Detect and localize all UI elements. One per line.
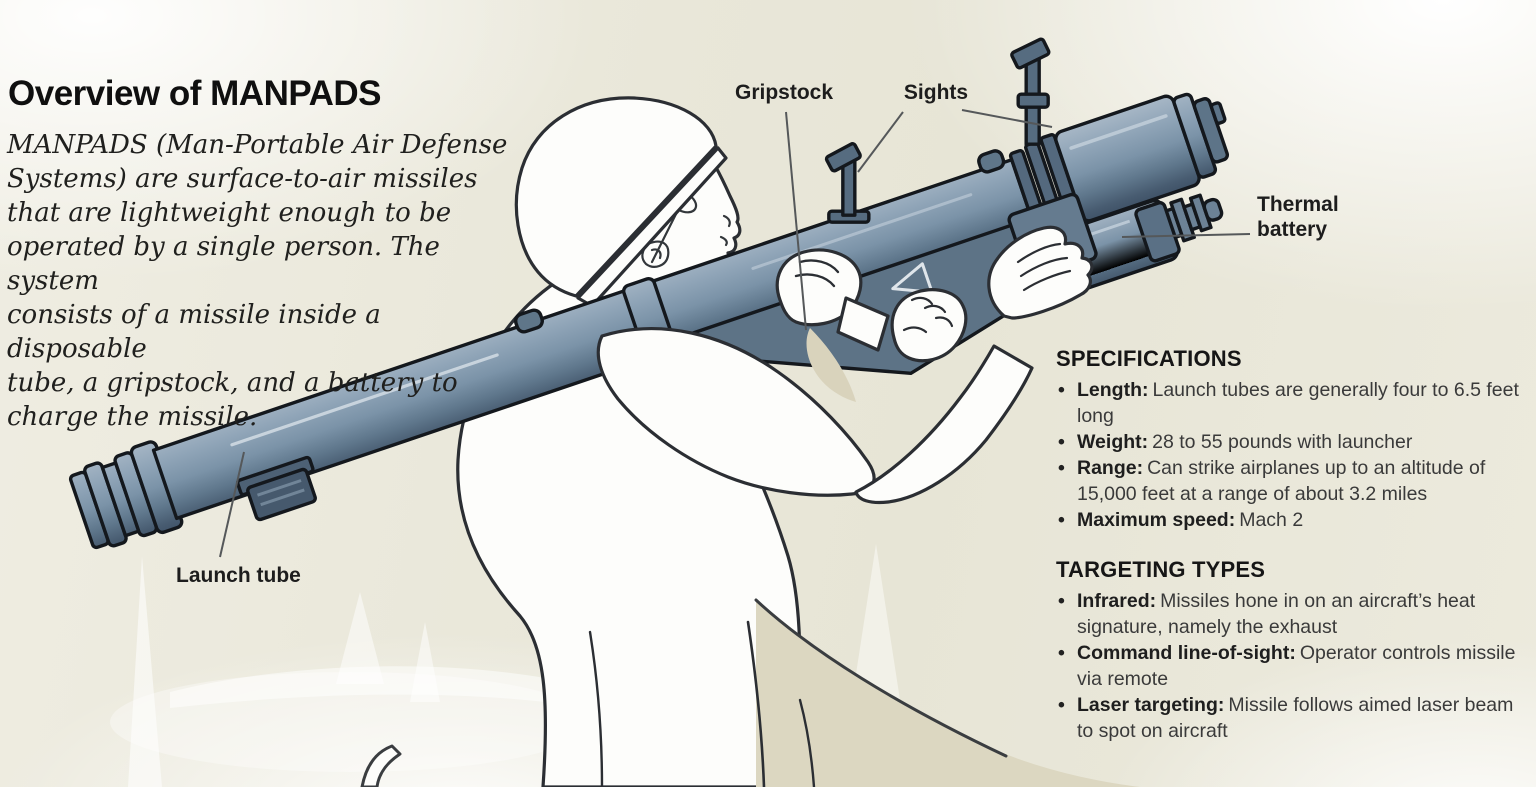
intro-line: MANPADS (Man-Portable Air Defense [7,130,508,160]
bullet-icon: • [1058,509,1065,531]
label-launch-tube: Launch tube [176,564,301,587]
bullet-icon: • [1058,642,1065,664]
leader-gripstock [785,111,807,331]
intro-line: operated by a single person. The system [7,232,440,296]
underarm-shade [806,328,856,402]
soldier-jacket-shade [756,600,1140,787]
intro-line: charge the missile. [7,402,258,432]
background-watermark [110,544,900,787]
page-title: Overview of MANPADS [8,74,382,113]
rear-sight [1010,37,1051,146]
specifications-section: SPECIFICATIONS • Length:Launch tubes are… [1056,346,1534,533]
label-thermal-battery: Thermal battery [1257,193,1339,241]
intro-line: that are lightweight enough to be [7,198,452,228]
spec-item: • Weight:28 to 55 pounds with launcher [1058,431,1413,453]
intro-line: tube, a gripstock, and a battery to [7,368,458,398]
bullet-icon: • [1058,379,1065,401]
targeting-item: • Laser targeting:Missile follows aimed … [1058,694,1514,742]
front-sight [824,142,871,224]
bullet-icon: • [1058,457,1065,479]
targeting-heading: TARGETING TYPES [1056,557,1266,582]
tube-lug-front [513,308,544,334]
bullet-icon: • [1058,590,1065,612]
end-cap [1172,92,1230,179]
spec-item: • Range:Can strike airplanes up to an al… [1058,457,1486,505]
leader-sights-front [857,111,904,173]
muzzle [68,440,184,550]
bullet-icon: • [1058,431,1065,453]
spec-item: • Maximum speed:Mach 2 [1058,509,1304,531]
leader-lines [219,109,1251,558]
tube-clamp [235,455,317,522]
soldier-fist [890,288,968,363]
leader-sights-rear [961,109,1053,128]
leader-launch-tube [219,451,245,558]
soldier-helmet [514,96,718,298]
bullet-icon: • [1058,694,1065,716]
soldier-arms [596,225,1094,505]
targeting-item: • Command line-of-sight:Operator control… [1058,642,1516,690]
soldier-hand [987,225,1094,320]
battery-connector [1162,193,1224,243]
label-gripstock: Gripstock [734,81,834,104]
intro-paragraph: MANPADS (Man-Portable Air Defense System… [7,128,527,434]
label-sights: Sights [903,81,969,104]
targeting-item: • Infrared:Missiles hone in on an aircra… [1058,590,1476,638]
soldier-knee [360,744,402,787]
spec-item: • Length:Launch tubes are generally four… [1058,379,1519,427]
targeting-section: TARGETING TYPES • Infrared:Missiles hone… [1056,557,1534,744]
intro-line: Systems) are surface-to-air missiles [7,164,478,194]
info-column: SPECIFICATIONS • Length:Launch tubes are… [1056,346,1534,768]
tube-lug-rear [977,149,1006,174]
specifications-heading: SPECIFICATIONS [1056,346,1242,371]
leader-thermal-battery [1121,233,1251,238]
intro-line: consists of a missile inside a disposabl… [7,300,381,364]
